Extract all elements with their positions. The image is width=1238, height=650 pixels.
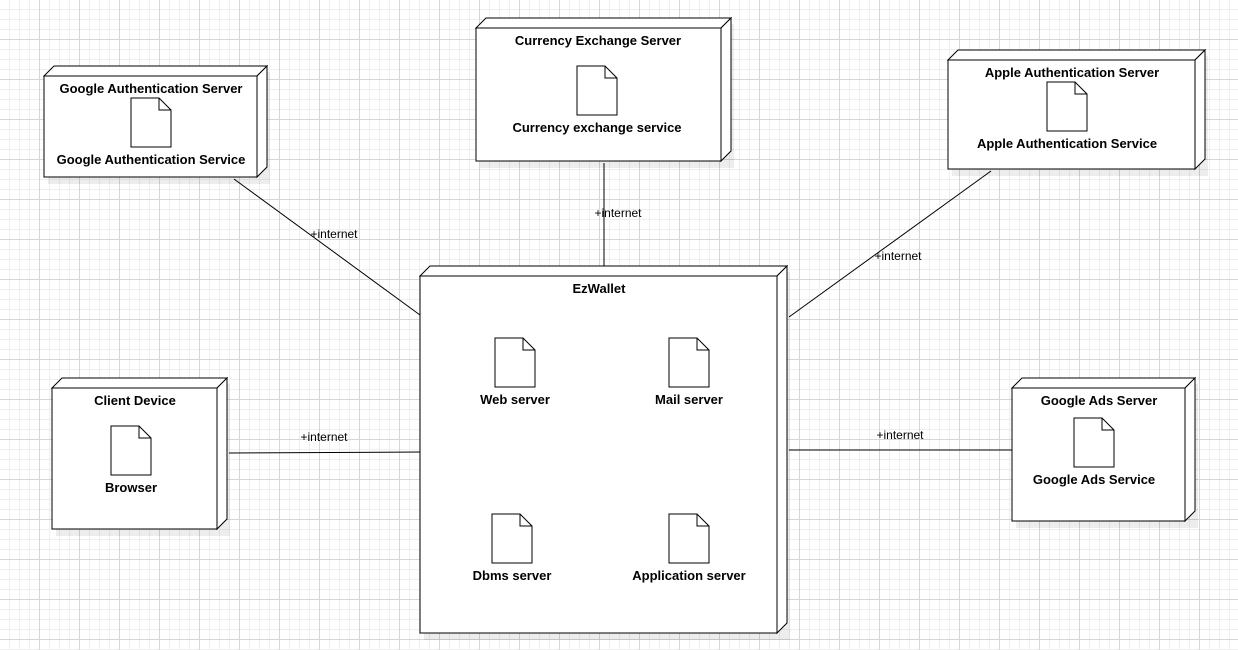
document-icon — [1073, 417, 1115, 468]
node-side-face — [1184, 376, 1196, 523]
node-client-device[interactable]: Client Device Browser — [50, 376, 230, 536]
artifact-google-ads-service[interactable]: Google Ads Service — [1033, 417, 1155, 487]
artifact-dbms-server[interactable]: Dbms server — [473, 513, 552, 583]
artifact-label: Application server — [632, 568, 745, 583]
node-title: Client Device — [94, 393, 176, 408]
connection-client-ezwallet[interactable]: +internet — [228, 430, 421, 454]
artifact-label: Currency exchange service — [512, 120, 681, 135]
artifact-label: Mail server — [655, 392, 723, 407]
node-title: Apple Authentication Server — [985, 65, 1159, 80]
artifact-mail-server[interactable]: Mail server — [655, 337, 723, 407]
artifact-application-server[interactable]: Application server — [632, 513, 746, 583]
node-google-authentication-server[interactable]: Google Authentication Server Google Auth… — [42, 64, 270, 184]
node-front-face[interactable] — [419, 275, 778, 634]
artifact-label: Apple Authentication Service — [977, 136, 1157, 151]
connection-line[interactable] — [228, 451, 421, 454]
node-top-face — [50, 377, 229, 389]
node-side-face — [216, 376, 228, 531]
document-icon — [668, 513, 710, 564]
connection-ezwallet-google-ads[interactable]: +internet — [789, 428, 1012, 451]
artifact-currency-exchange-service[interactable]: Currency exchange service — [512, 65, 682, 135]
connection-label: +internet — [310, 227, 358, 241]
node-side-face — [256, 64, 268, 179]
node-top-face — [42, 65, 269, 77]
artifact-web-server[interactable]: Web server — [480, 337, 550, 407]
document-icon — [130, 97, 172, 148]
node-currency-exchange-server[interactable]: Currency Exchange Server Currency exchan… — [474, 16, 734, 168]
node-ezwallet[interactable]: EzWallet Web server Mail server Dbms ser… — [418, 264, 790, 640]
connection-line[interactable] — [233, 178, 421, 316]
node-top-face — [1010, 377, 1197, 389]
artifact-label: Google Ads Service — [1033, 472, 1155, 487]
node-title: EzWallet — [573, 281, 627, 296]
document-icon — [110, 425, 152, 476]
node-apple-authentication-server[interactable]: Apple Authentication Server Apple Authen… — [946, 48, 1208, 176]
node-side-face — [1194, 48, 1206, 171]
artifact-label: Web server — [480, 392, 550, 407]
connection-label: +internet — [594, 206, 642, 220]
node-google-ads-server[interactable]: Google Ads Server Google Ads Service — [1010, 376, 1198, 528]
node-title: Google Authentication Server — [60, 81, 243, 96]
node-title: Currency Exchange Server — [515, 33, 681, 48]
artifact-google-authentication-service[interactable]: Google Authentication Service — [57, 97, 246, 167]
node-side-face — [776, 264, 788, 635]
artifact-label: Google Authentication Service — [57, 152, 246, 167]
artifact-apple-authentication-service[interactable]: Apple Authentication Service — [977, 81, 1157, 151]
document-icon — [494, 337, 536, 388]
connection-label: +internet — [874, 249, 922, 263]
connection-label: +internet — [876, 428, 924, 442]
document-icon — [576, 65, 618, 116]
connection-google-auth-ezwallet[interactable]: +internet — [233, 178, 421, 316]
document-icon — [1046, 81, 1088, 132]
node-top-face — [474, 17, 733, 29]
node-title: Google Ads Server — [1041, 393, 1158, 408]
connection-currency-ezwallet[interactable]: +internet — [594, 163, 642, 266]
node-top-face — [418, 265, 789, 277]
artifact-label: Browser — [105, 480, 157, 495]
document-icon — [491, 513, 533, 564]
artifact-label: Dbms server — [473, 568, 552, 583]
connection-label: +internet — [300, 430, 348, 444]
connection-apple-auth-ezwallet[interactable]: +internet — [788, 170, 992, 318]
connection-line[interactable] — [788, 170, 992, 318]
node-top-face — [946, 49, 1207, 61]
artifact-browser[interactable]: Browser — [105, 425, 157, 495]
document-icon — [668, 337, 710, 388]
node-side-face — [720, 16, 732, 163]
